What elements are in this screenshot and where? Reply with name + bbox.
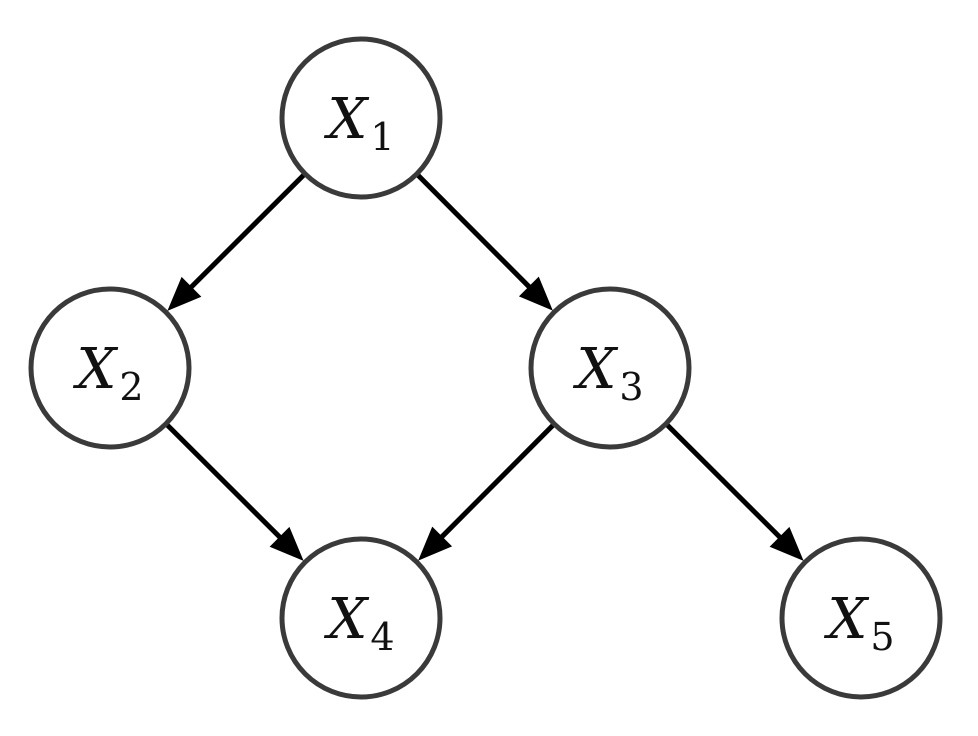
edge-x1-x2	[167, 173, 306, 311]
node-x2: X2	[28, 286, 192, 450]
edge-line	[165, 423, 283, 541]
node-x4-symbol: X	[323, 587, 369, 652]
arrowhead	[418, 526, 453, 561]
arrowhead	[167, 276, 202, 311]
node-x5-label: X5	[823, 587, 894, 659]
edge-line	[665, 423, 783, 541]
nodes-layer: X1 X2 X3 X4 X5	[28, 36, 943, 700]
node-x3-symbol: X	[572, 337, 618, 402]
node-x1-label: X1	[323, 87, 394, 159]
edge-x2-x4	[165, 423, 304, 561]
node-x3: X3	[528, 286, 692, 450]
node-x4-label: X4	[323, 587, 394, 659]
node-x4-subscript: 4	[370, 615, 394, 659]
node-x2-symbol: X	[72, 337, 118, 402]
node-x4-circle	[279, 536, 443, 700]
edge-x3-x4	[418, 423, 555, 561]
node-x5-circle	[779, 536, 943, 700]
edge-line	[416, 173, 533, 290]
node-x3-label: X3	[572, 337, 643, 409]
node-x3-circle	[528, 286, 692, 450]
node-x2-label: X2	[72, 337, 143, 409]
node-x2-subscript: 2	[119, 365, 143, 409]
node-x1-subscript: 1	[370, 115, 394, 159]
node-x1-circle	[279, 36, 443, 200]
node-x1-symbol: X	[323, 87, 369, 152]
edge-line	[438, 423, 555, 540]
edge-x1-x3	[416, 173, 553, 311]
edges-layer	[165, 173, 804, 561]
node-x4: X4	[279, 536, 443, 700]
node-x5: X5	[779, 536, 943, 700]
node-x5-symbol: X	[823, 587, 869, 652]
arrowhead	[269, 526, 304, 561]
edge-line	[188, 173, 306, 291]
edge-x3-x5	[665, 423, 804, 561]
node-x5-subscript: 5	[870, 615, 894, 659]
node-x2-circle	[28, 286, 192, 450]
node-x1: X1	[279, 36, 443, 200]
arrowhead	[769, 526, 804, 561]
node-x3-subscript: 3	[619, 365, 643, 409]
arrowhead	[518, 276, 553, 311]
